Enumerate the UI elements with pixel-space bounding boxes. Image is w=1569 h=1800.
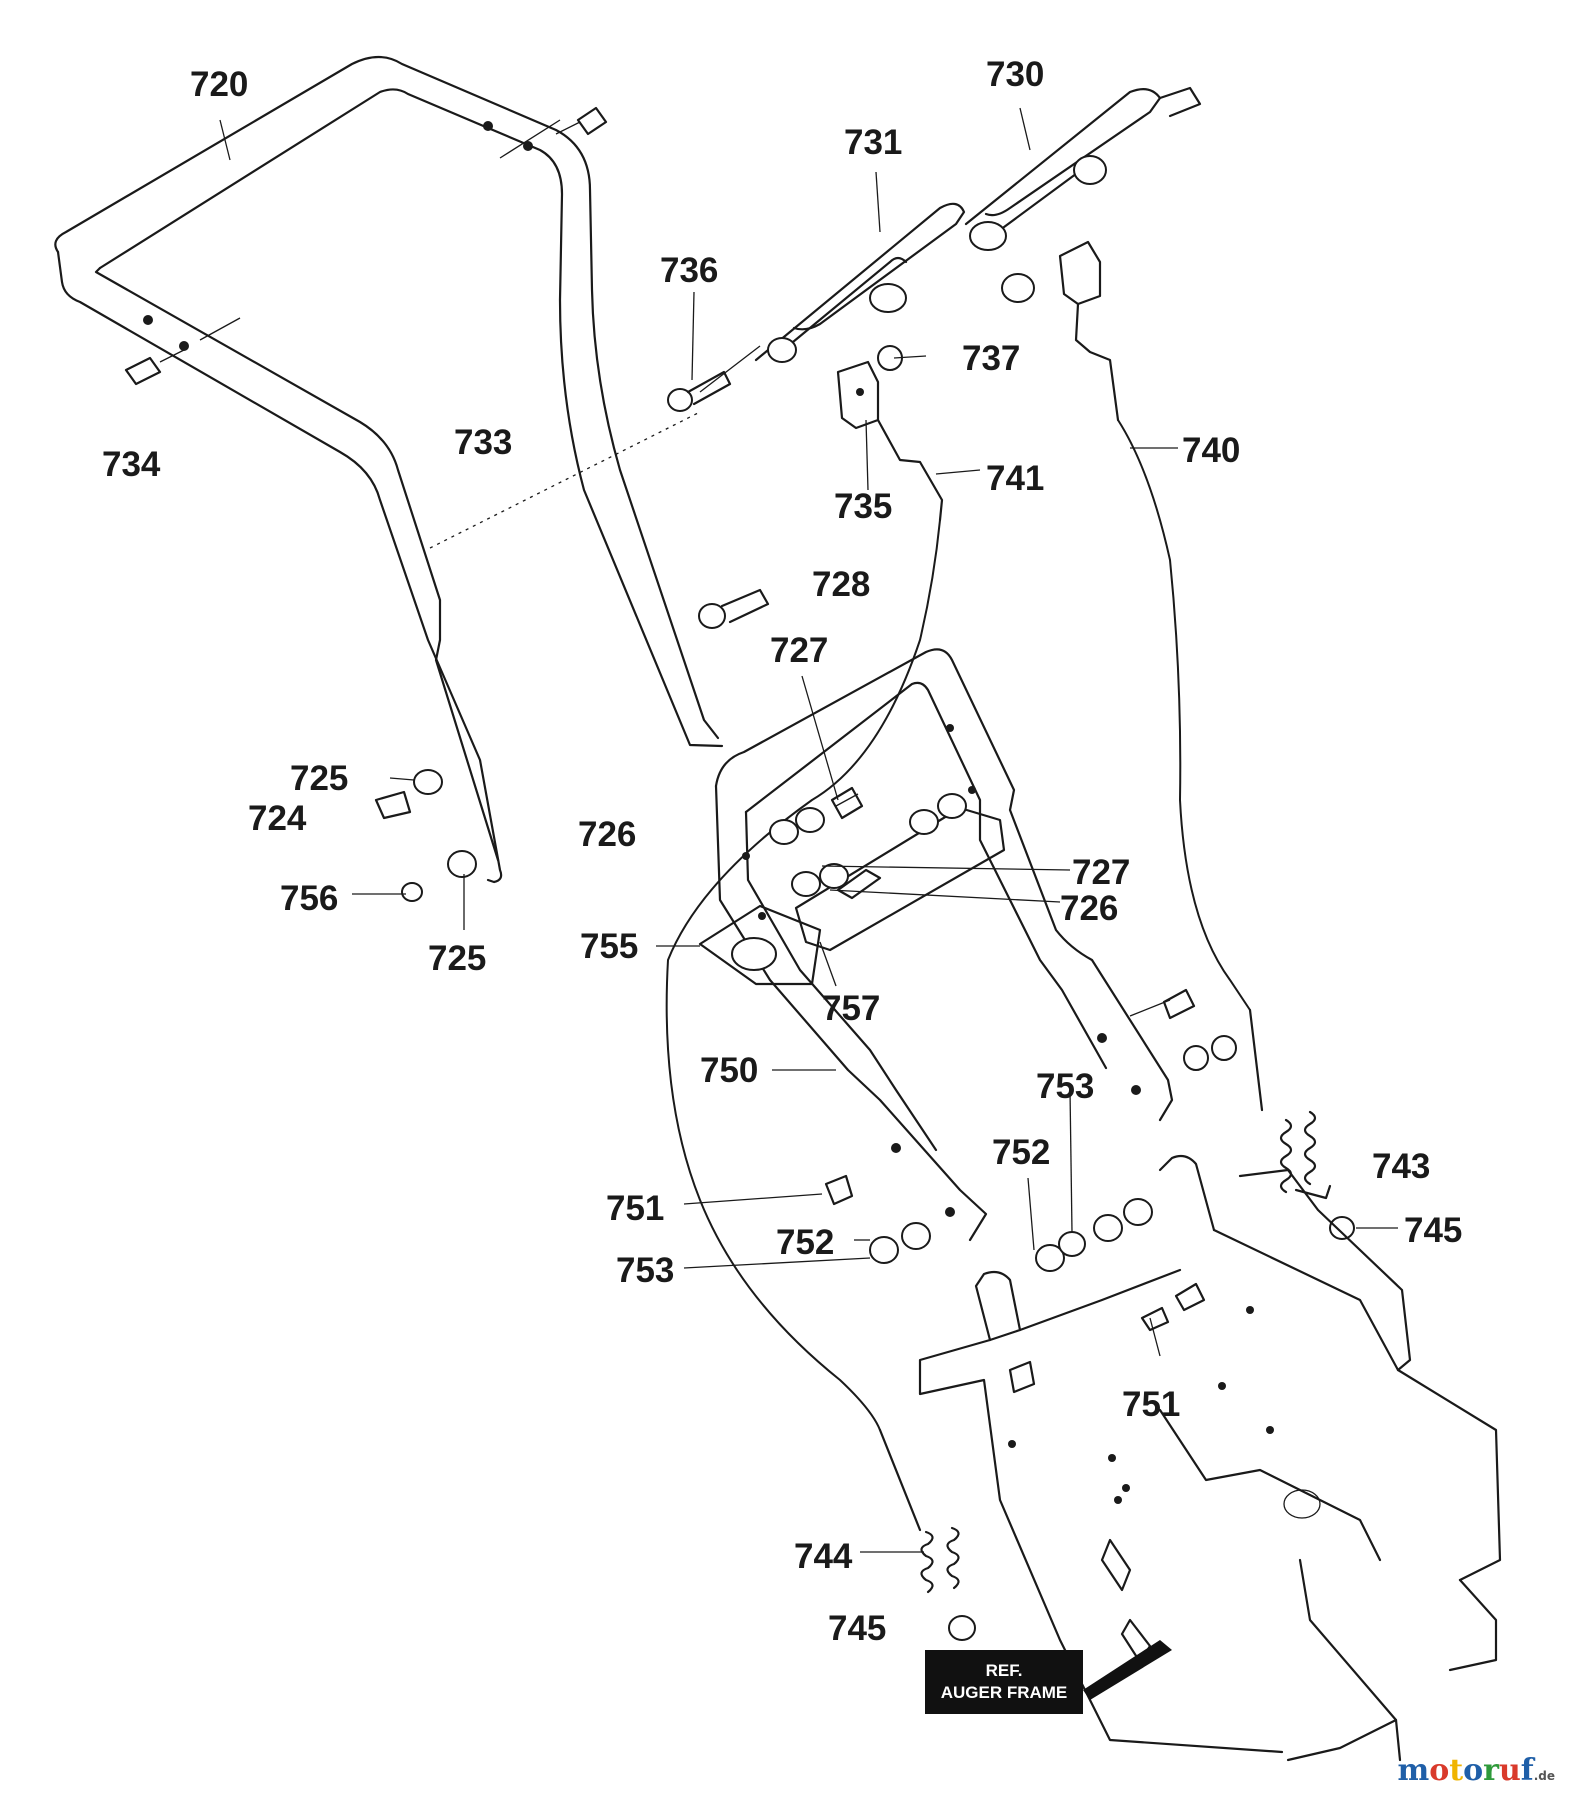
hardware-751-752-753 bbox=[824, 988, 1237, 1332]
label-725-top: 725 bbox=[290, 759, 348, 798]
label-720: 720 bbox=[190, 65, 248, 104]
ref-arrow bbox=[1083, 1640, 1172, 1700]
cable-link-741 bbox=[876, 418, 944, 522]
wm-t: t bbox=[1449, 1753, 1464, 1788]
label-740: 740 bbox=[1182, 431, 1240, 470]
label-735: 735 bbox=[834, 487, 892, 526]
label-751-left: 751 bbox=[606, 1189, 664, 1228]
label-756: 756 bbox=[280, 879, 338, 918]
nut-745-top bbox=[1329, 1216, 1355, 1240]
bolt-top-handle bbox=[555, 106, 608, 136]
wm-u: u bbox=[1498, 1753, 1521, 1788]
cable-link-740 bbox=[1074, 302, 1120, 422]
label-757: 757 bbox=[822, 989, 880, 1028]
label-745-bottom: 745 bbox=[828, 1609, 886, 1648]
label-745-top: 745 bbox=[1404, 1211, 1462, 1250]
label-726-right: 726 bbox=[1060, 889, 1118, 928]
auger-frame bbox=[918, 1154, 1502, 1762]
ref-line-1: REF. bbox=[985, 1661, 1023, 1680]
label-750: 750 bbox=[700, 1051, 758, 1090]
label-728: 728 bbox=[812, 565, 870, 604]
label-733: 733 bbox=[454, 423, 512, 462]
bracket-740-top bbox=[1001, 240, 1102, 306]
cable-740 bbox=[1117, 419, 1251, 1011]
washer-stack-726 bbox=[769, 793, 967, 897]
label-737: 737 bbox=[962, 339, 1020, 378]
part-labels: 720 730 731 736 737 734 733 740 741 735 … bbox=[102, 55, 1462, 1648]
label-752-left: 752 bbox=[776, 1223, 834, 1262]
label-753-left: 753 bbox=[616, 1251, 674, 1290]
upper-handle-720 bbox=[54, 55, 724, 884]
bracket-735 bbox=[836, 345, 903, 430]
leader-lines bbox=[219, 107, 1398, 1553]
label-727-top: 727 bbox=[770, 631, 828, 670]
wm-o1: o bbox=[1429, 1753, 1450, 1788]
lever-730 bbox=[964, 86, 1202, 251]
wm-m: m bbox=[1397, 1753, 1430, 1788]
ref-line-2: AUGER FRAME bbox=[940, 1683, 1068, 1702]
label-755: 755 bbox=[580, 927, 638, 966]
motoruf-watermark[interactable]: motoruf.de bbox=[1398, 1753, 1555, 1788]
label-725-bottom: 725 bbox=[428, 939, 486, 978]
wm-o2: o bbox=[1463, 1753, 1484, 1788]
spring-744 bbox=[878, 1428, 960, 1594]
lever-731 bbox=[699, 202, 966, 393]
label-734: 734 bbox=[102, 445, 161, 484]
label-752-top: 752 bbox=[992, 1133, 1050, 1172]
label-727-right: 727 bbox=[1072, 853, 1130, 892]
bolt-736 bbox=[667, 370, 732, 412]
wm-de: .de bbox=[1533, 1769, 1555, 1783]
label-724: 724 bbox=[248, 799, 307, 838]
spring-727 bbox=[830, 786, 864, 820]
wm-f: f bbox=[1520, 1753, 1534, 1788]
label-744: 744 bbox=[794, 1537, 853, 1576]
bolt-734 bbox=[124, 349, 185, 386]
label-753-top: 753 bbox=[1036, 1067, 1094, 1106]
label-730: 730 bbox=[986, 55, 1044, 94]
lower-handle-750 bbox=[714, 648, 1174, 1242]
wm-r: r bbox=[1483, 1753, 1499, 1788]
bolt-728 bbox=[698, 588, 770, 629]
label-751-right: 751 bbox=[1122, 1385, 1180, 1424]
label-743: 743 bbox=[1372, 1147, 1430, 1186]
label-741: 741 bbox=[986, 459, 1044, 498]
hardware-724-725-756 bbox=[374, 769, 477, 902]
spring-743 bbox=[1248, 1008, 1332, 1200]
rod-733 bbox=[429, 411, 701, 549]
plate-755 bbox=[698, 904, 822, 986]
label-736: 736 bbox=[660, 251, 718, 290]
nut-745-bottom bbox=[948, 1615, 976, 1641]
label-726-left: 726 bbox=[578, 815, 636, 854]
ref-auger-frame-box: REF. AUGER FRAME bbox=[925, 1650, 1083, 1714]
label-731: 731 bbox=[844, 123, 902, 162]
cable-741 bbox=[665, 519, 941, 1431]
